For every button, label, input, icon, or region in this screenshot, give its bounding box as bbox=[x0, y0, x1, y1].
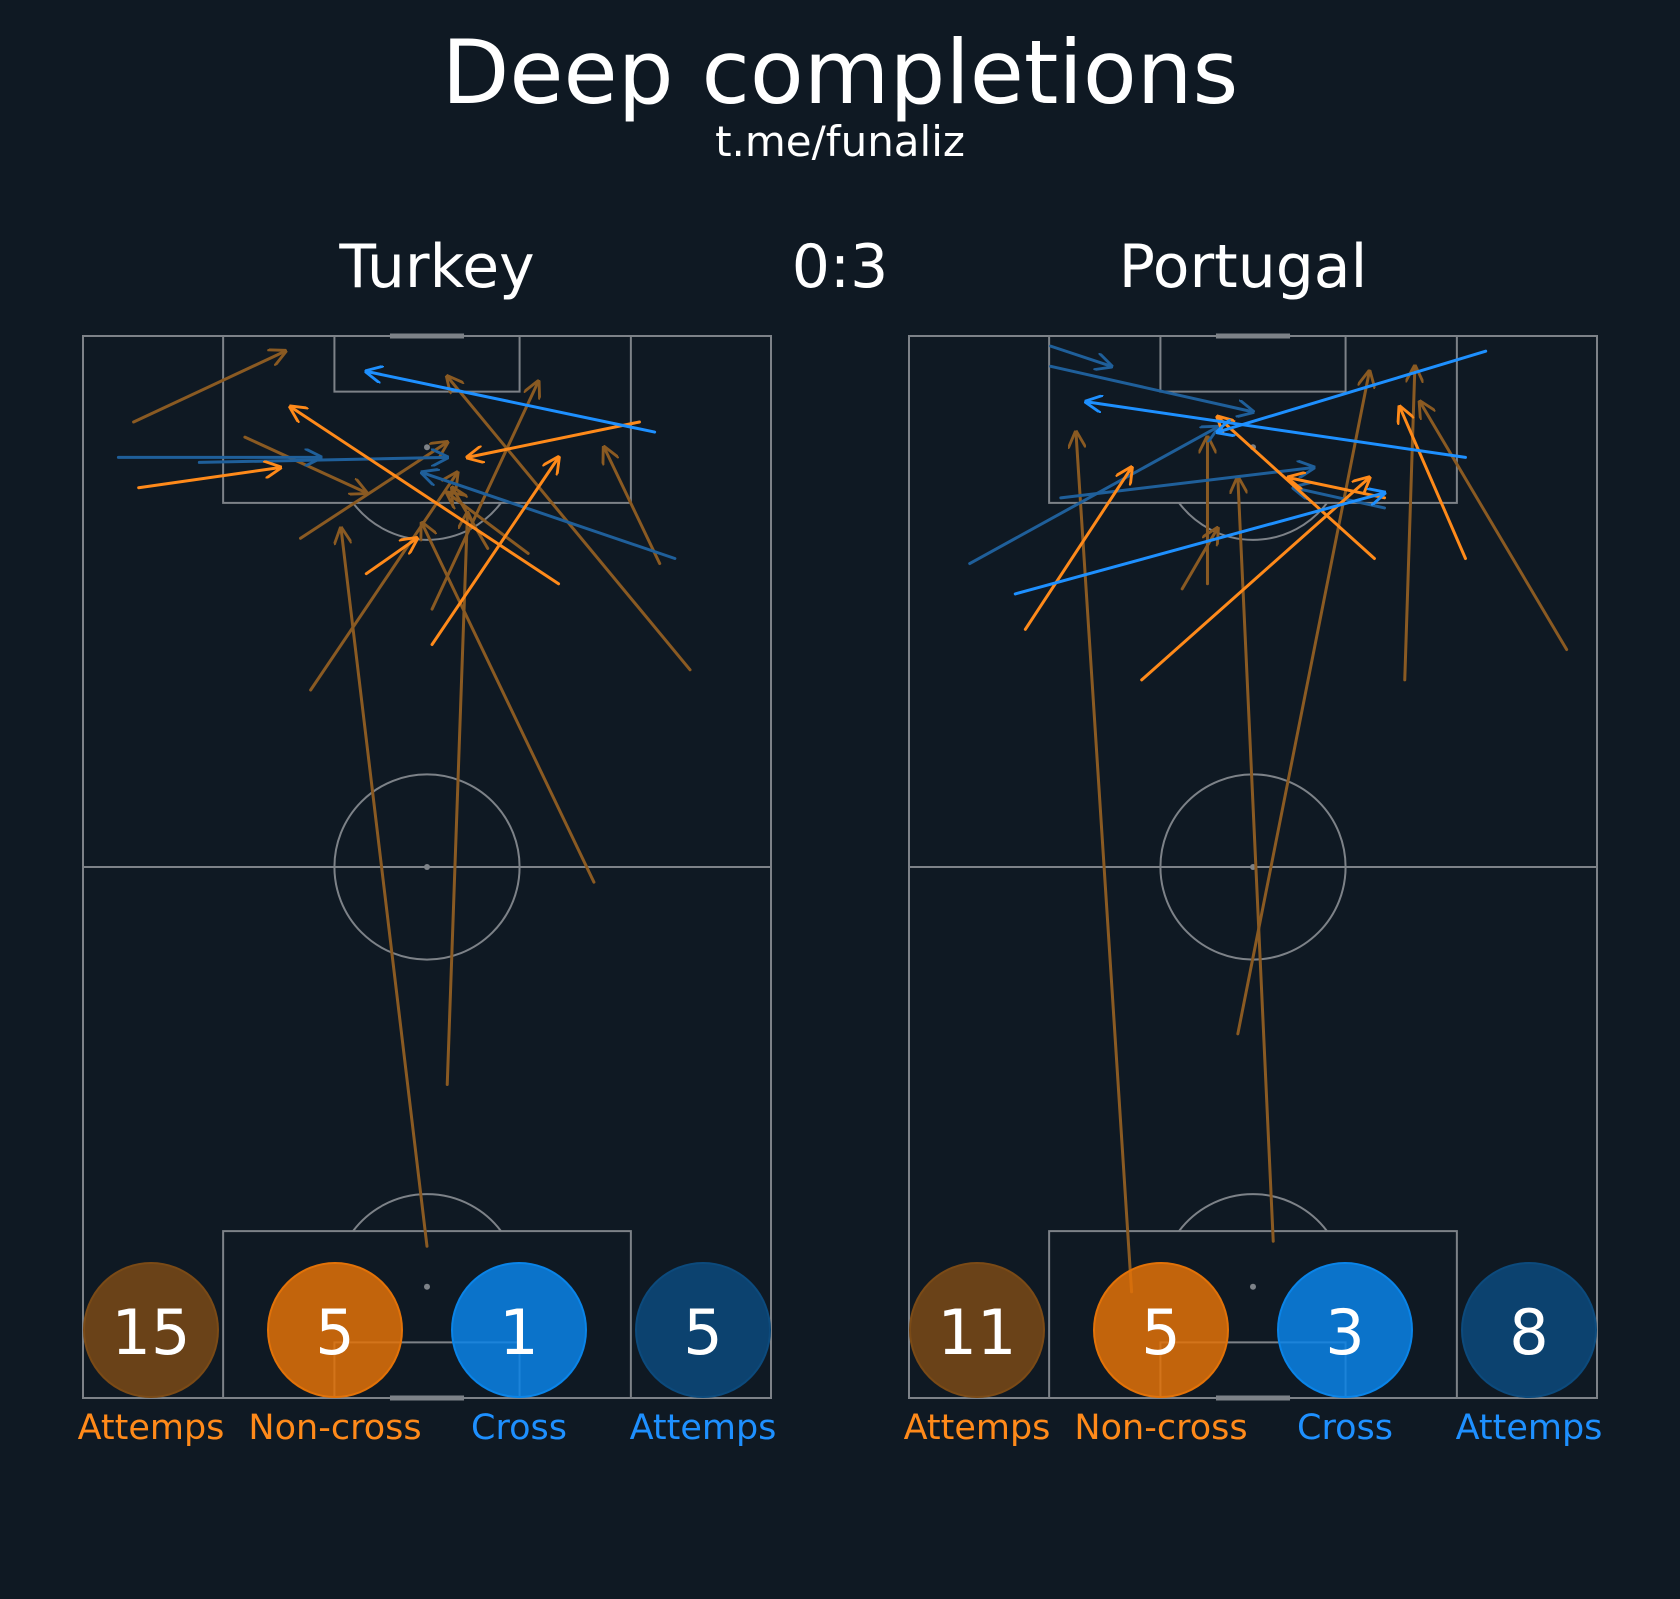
non-cross-attempts-label: Attemps bbox=[78, 1408, 225, 1448]
penalty-spot-top bbox=[424, 444, 430, 451]
cross-attempts-label: Attemps bbox=[1456, 1408, 1603, 1448]
cross-completed-count: 1 bbox=[499, 1296, 538, 1369]
pass-arrow-non-cross-attempt bbox=[1420, 402, 1569, 652]
chart-subtitle: t.me/funaliz bbox=[715, 117, 965, 166]
pass-arrow-non-cross-attempt bbox=[1238, 478, 1275, 1243]
pass-arrow-non-cross-attempt bbox=[1403, 366, 1415, 682]
chart-title: Deep completions bbox=[442, 21, 1239, 124]
pass-arrow-non-cross-completed bbox=[1140, 478, 1370, 682]
pass-arrow-cross-attempt bbox=[1059, 467, 1314, 500]
pass-arrow-non-cross-attempt bbox=[341, 528, 429, 1248]
pass-arrows bbox=[116, 351, 692, 1248]
non-cross-attempts-badge bbox=[83, 1262, 219, 1398]
cross-completed-label: Cross bbox=[1297, 1408, 1393, 1448]
cross-completed-count: 3 bbox=[1325, 1296, 1364, 1369]
penalty-arc-bottom bbox=[352, 1193, 502, 1232]
pass-arrow-non-cross-completed bbox=[290, 407, 561, 586]
pass-arrow-non-cross-attempt bbox=[445, 513, 467, 1086]
pass-arrow-non-cross-attempt bbox=[1236, 371, 1370, 1036]
pass-arrow-cross-attempt bbox=[197, 457, 447, 462]
non-cross-completed-badge bbox=[267, 1262, 403, 1398]
cross-attempts-count: 5 bbox=[683, 1296, 722, 1369]
non-cross-attempts-badge bbox=[909, 1262, 1045, 1398]
non-cross-completed-label: Non-cross bbox=[1074, 1408, 1247, 1448]
non-cross-attempts-count: 11 bbox=[938, 1296, 1017, 1369]
pass-arrow-non-cross-completed bbox=[430, 457, 558, 646]
pass-arrow-non-cross-completed bbox=[1023, 467, 1131, 631]
pitch-markings bbox=[908, 333, 1598, 1401]
pass-arrow-cross-completed bbox=[1013, 493, 1384, 596]
non-cross-completed-count: 5 bbox=[1141, 1296, 1180, 1369]
pass-arrow-non-cross-completed bbox=[364, 538, 417, 576]
pass-arrow-non-cross-attempt bbox=[1076, 432, 1134, 1294]
cross-completed-label: Cross bbox=[471, 1408, 567, 1448]
team-name-home: Turkey bbox=[338, 232, 534, 302]
pass-arrow-non-cross-attempt bbox=[422, 523, 596, 884]
pitch-markings bbox=[82, 333, 772, 1401]
penalty-area-top bbox=[222, 335, 632, 504]
centre-circle bbox=[333, 773, 521, 961]
pass-arrow-cross-attempt bbox=[422, 473, 677, 561]
pass-arrow-non-cross-attempt bbox=[132, 351, 286, 424]
pass-arrow-cross-attempt bbox=[1049, 364, 1253, 412]
non-cross-attempts-count: 15 bbox=[112, 1296, 191, 1369]
non-cross-completed-count: 5 bbox=[315, 1296, 354, 1369]
match-score: 0:3 bbox=[792, 232, 889, 302]
pass-arrow-cross-completed bbox=[1086, 402, 1467, 459]
centre-spot bbox=[424, 864, 430, 870]
pass-arrows bbox=[968, 344, 1569, 1294]
cross-attempts-label: Attemps bbox=[630, 1408, 777, 1448]
team-name-away: Portugal bbox=[1119, 232, 1368, 302]
pass-arrow-non-cross-attempt bbox=[1180, 528, 1217, 591]
penalty-arc-bottom bbox=[1178, 1193, 1328, 1232]
pass-arrow-cross-completed bbox=[1218, 349, 1488, 432]
non-cross-completed-label: Non-cross bbox=[248, 1408, 421, 1448]
penalty-area-top bbox=[1048, 335, 1458, 504]
cross-completed-badge bbox=[451, 1262, 587, 1398]
non-cross-attempts-label: Attemps bbox=[904, 1408, 1051, 1448]
penalty-arc-top bbox=[1178, 502, 1328, 541]
cross-attempts-badge bbox=[1461, 1262, 1597, 1398]
pass-arrow-non-cross-attempt bbox=[604, 447, 662, 566]
pass-arrow-cross-completed bbox=[366, 371, 657, 434]
cross-completed-badge bbox=[1277, 1262, 1413, 1398]
goal-area-top bbox=[1159, 335, 1347, 393]
pass-arrow-non-cross-completed bbox=[1400, 407, 1467, 561]
pass-arrow-non-cross-attempt bbox=[309, 473, 458, 692]
pass-arrow-non-cross-completed bbox=[467, 420, 641, 457]
non-cross-completed-badge bbox=[1093, 1262, 1229, 1398]
pass-arrow-non-cross-completed bbox=[137, 467, 281, 490]
pass-arrow-cross-attempt bbox=[1049, 344, 1112, 366]
penalty-spot-bottom bbox=[424, 1283, 430, 1290]
penalty-spot-bottom bbox=[1250, 1283, 1256, 1290]
cross-attempts-badge bbox=[635, 1262, 771, 1398]
cross-attempts-count: 8 bbox=[1509, 1296, 1548, 1369]
